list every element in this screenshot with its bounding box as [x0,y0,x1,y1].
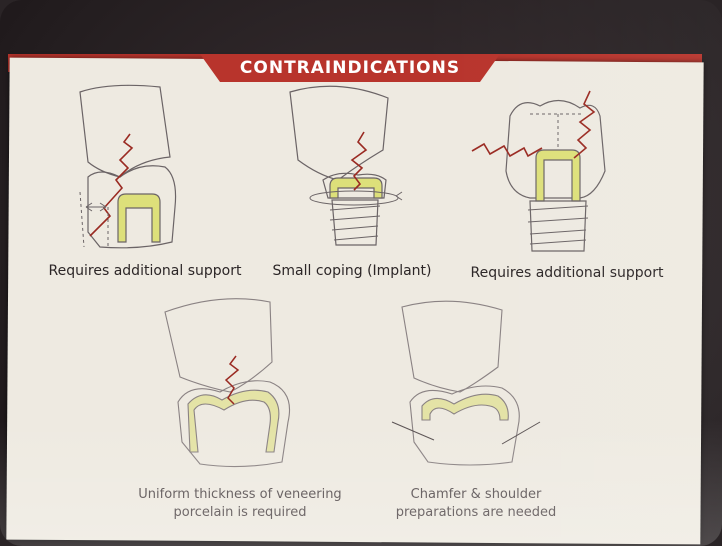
figure-1-tooth-illustration [60,82,220,257]
slide-title: CONTRAINDICATIONS [200,54,500,82]
figure-2-implant-illustration [278,80,428,250]
figure-3-caption: Requires additional support [462,265,672,281]
figure-5-caption-line-2: preparations are needed [356,504,596,522]
figure-5-caption-line-1: Chamfer & shoulder [356,486,596,504]
figure-4-caption-line-1: Uniform thickness of veneering [110,486,370,504]
figure-5-preparation-illustration [390,292,560,472]
figure-1-caption: Requires additional support [40,263,250,279]
figure-2-caption: Small coping (Implant) [262,263,442,279]
figure-4-caption-line-2: porcelain is required [110,504,370,522]
figure-3-tooth-illustration [470,86,640,256]
figure-4-caption: Uniform thickness of veneering porcelain… [110,486,370,522]
figure-4-veneer-illustration [160,292,330,472]
figure-5-caption: Chamfer & shoulder preparations are need… [356,486,596,522]
